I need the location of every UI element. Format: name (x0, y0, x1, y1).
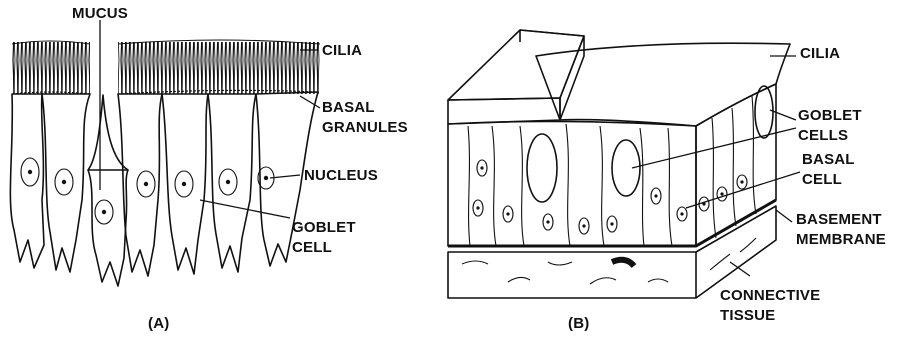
label-goblet-cells-2: CELLS (798, 127, 848, 144)
leader-lines-b (632, 56, 800, 276)
caption-b: (B) (568, 315, 589, 332)
panel-a: MUCUS CILIA BASAL GRANULES NUCLEUS GOBLE… (10, 5, 407, 332)
label-goblet-cell-2: CELL (292, 239, 332, 256)
label-connective-tissue-2: TISSUE (720, 307, 775, 324)
caption-a: (A) (148, 315, 169, 332)
label-connective-tissue-1: CONNECTIVE (720, 287, 820, 304)
label-basal-cell-1: BASAL (802, 151, 855, 168)
epithelium-front (448, 121, 696, 246)
nuclei-a (21, 158, 274, 224)
label-basal-granules-2: GRANULES (322, 119, 408, 136)
connective-tissue-block (448, 206, 776, 298)
label-basement-membrane-1: BASEMENT (796, 211, 882, 228)
cilia-band-a (12, 40, 320, 94)
panel-b: CILIA GOBLET CELLS BASAL CELL BASEMENT M… (448, 30, 886, 332)
nuclei-b (473, 160, 747, 234)
label-mucus: MUCUS (72, 5, 128, 22)
label-goblet-cells-1: GOBLET (798, 107, 862, 124)
label-basal-cell-2: CELL (802, 171, 842, 188)
label-cilia-a: CILIA (322, 42, 362, 59)
label-goblet-cell-1: GOBLET (292, 219, 356, 236)
label-nucleus: NUCLEUS (304, 167, 378, 184)
label-basement-membrane-2: MEMBRANE (796, 231, 886, 248)
label-basal-granules-1: BASAL (322, 99, 375, 116)
label-cilia-b: CILIA (800, 45, 840, 62)
